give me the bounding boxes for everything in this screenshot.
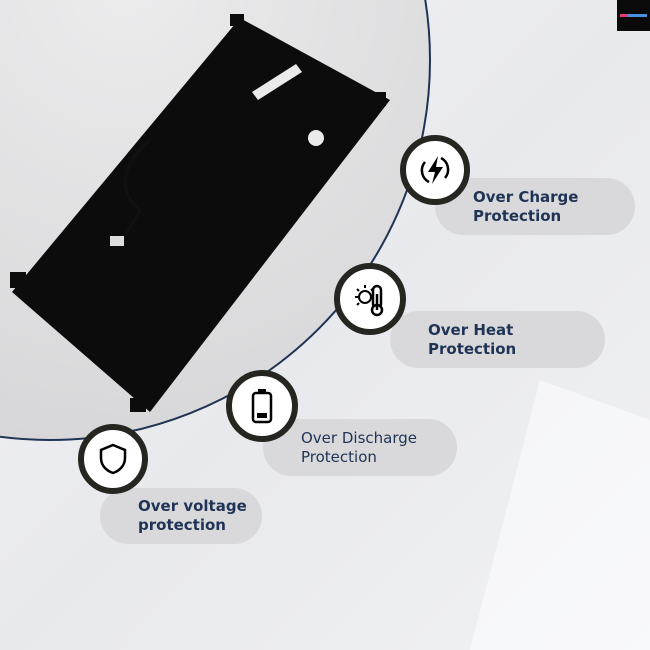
- feature-subtitle: Protection: [428, 339, 517, 358]
- feature-subtitle: protection: [138, 516, 226, 534]
- battery-product-image: [10, 14, 390, 412]
- feature-title: Over Discharge: [301, 428, 417, 447]
- feature-subtitle: Protection: [473, 206, 562, 225]
- feature-title: Over voltage: [138, 497, 247, 515]
- thermometer-sun-icon: [334, 263, 406, 335]
- feature-subtitle: Protection: [301, 447, 377, 466]
- brand-logo: [617, 0, 650, 31]
- battery-icon: [226, 370, 298, 442]
- feature-title: Over Charge: [473, 187, 579, 206]
- background-facet: [470, 380, 650, 650]
- lightning-charge-icon: [400, 135, 470, 205]
- feature-title: Over Heat: [428, 320, 514, 339]
- shield-icon: [78, 424, 148, 494]
